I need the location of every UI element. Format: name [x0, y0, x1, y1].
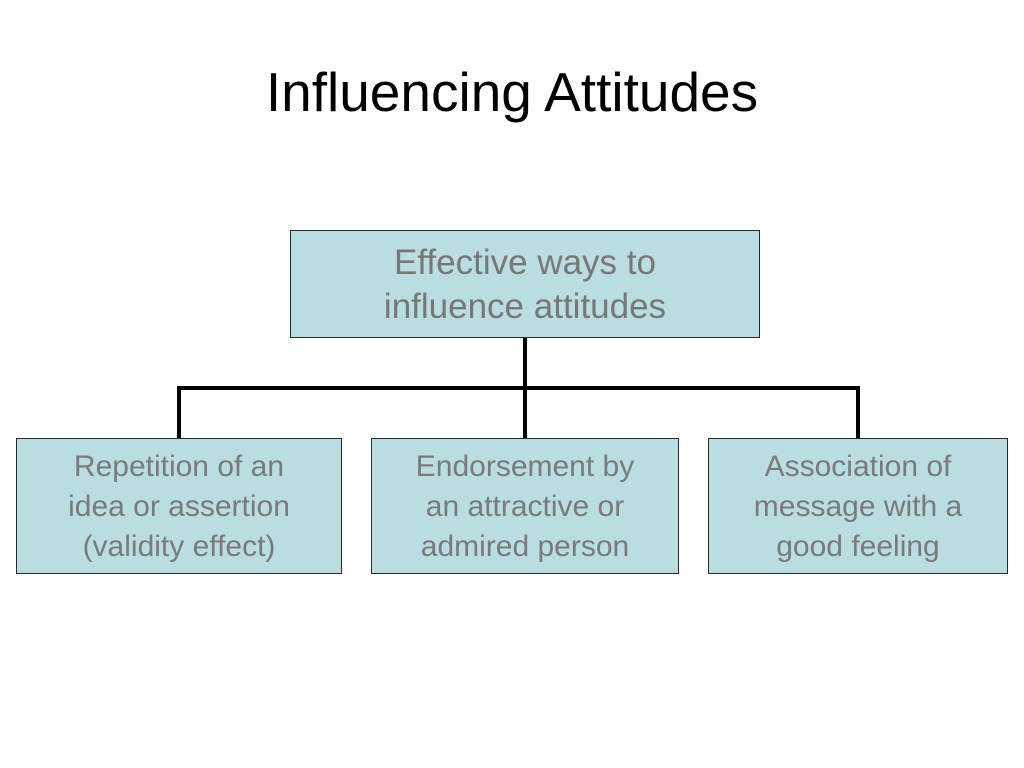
root-box: Effective ways to influence attitudes	[290, 230, 760, 338]
child-box-association: Association of message with a good feeli…	[708, 438, 1008, 574]
child-box-repetition: Repetition of an idea or assertion (vali…	[16, 438, 342, 574]
root-box-label: Effective ways to influence attitudes	[383, 243, 667, 326]
child-box-endorsement-label: Endorsement by an attractive or admired …	[415, 450, 635, 563]
child-box-repetition-label: Repetition of an idea or assertion (vali…	[68, 450, 290, 563]
slide-title: Influencing Attitudes	[265, 61, 759, 123]
child-box-endorsement: Endorsement by an attractive or admired …	[371, 438, 679, 574]
child-box-association-label: Association of message with a good feeli…	[753, 450, 963, 563]
